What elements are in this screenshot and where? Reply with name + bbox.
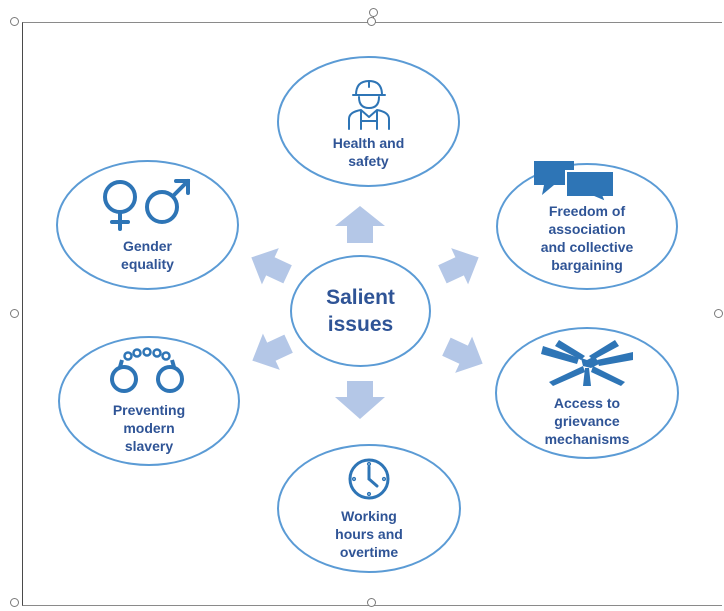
node-label: Preventing modern slavery [112,402,186,454]
node-gender-equality: Gender equality [56,160,239,290]
arrow-lower-left [252,333,293,370]
node-label: Access to grievance mechanisms [544,395,630,447]
node-preventing-slavery: Preventing modern slavery [58,336,240,466]
clock-icon [348,458,390,499]
arrow-down [335,381,385,419]
worker-icon [347,79,390,130]
joined-hands-icon [541,340,633,386]
resize-handle-top-left[interactable] [10,17,19,26]
node-label: Freedom of association and collective ba… [540,203,634,273]
node-label: Health and safety [332,134,405,169]
arrow-upper-right [438,248,479,285]
speech-bubbles-icon [534,161,615,203]
arrow-upper-left [251,248,292,285]
resize-handle-top-middle[interactable] [367,17,376,26]
center-circle: Salient issues [290,255,431,367]
arrow-lower-right [442,336,483,373]
gender-symbols-icon [102,179,190,231]
rotation-handle[interactable] [369,8,378,17]
node-label: Working hours and overtime [335,507,403,560]
resize-handle-bottom-middle[interactable] [367,598,376,607]
arrow-up [335,206,385,243]
handcuffs-icon [110,347,184,393]
resize-handle-middle-left[interactable] [10,309,19,318]
center-label: Salient issues [326,286,395,336]
node-access-to-grievance: Access to grievance mechanisms [495,327,679,459]
resize-handle-middle-right[interactable] [714,309,723,318]
node-health-and-safety: Health and safety [277,56,460,187]
node-working-hours: Working hours and overtime [277,444,461,573]
node-label: Gender equality [121,238,174,272]
resize-handle-bottom-left[interactable] [10,598,19,607]
